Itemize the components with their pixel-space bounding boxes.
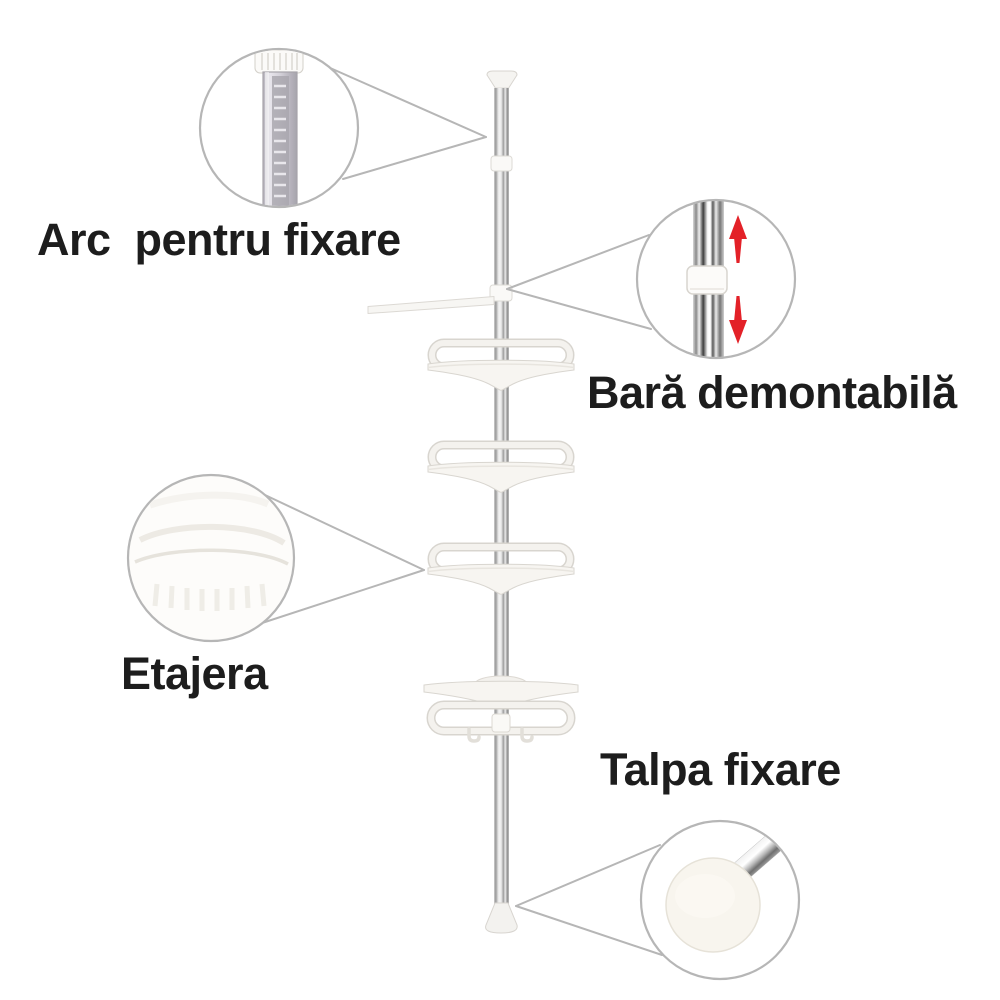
pole-shaft [494,88,509,906]
towel-bar [367,296,495,314]
tension-pole [485,70,518,934]
detail-circle-bar [635,198,797,360]
hook-2 [520,727,534,743]
label-spring: Arc pentru fixare [37,214,401,265]
pole-collar-upper [490,155,513,172]
callout-lines-bar [506,234,652,330]
corner-shelf-4 [423,675,579,743]
label-foot: Talpa fixare [600,744,841,795]
detail-circle-spring [198,47,360,209]
telescopic-pole-arrows-icon [686,201,747,357]
label-shelf: Etajera [121,648,268,699]
floor-foot [485,902,518,934]
detail-circle-shelf [126,473,296,643]
shelf-surface-icon [134,491,289,611]
spring-in-tube-icon [254,50,304,206]
detail-circle-foot [639,819,801,981]
callout-lines-foot [515,844,663,956]
hook-1 [467,727,481,743]
callout-lines-shelf [258,494,425,625]
up-down-arrows-icon [729,215,747,344]
ceiling-cap [486,70,518,90]
label-bar: Bară demontabilă [587,367,957,418]
